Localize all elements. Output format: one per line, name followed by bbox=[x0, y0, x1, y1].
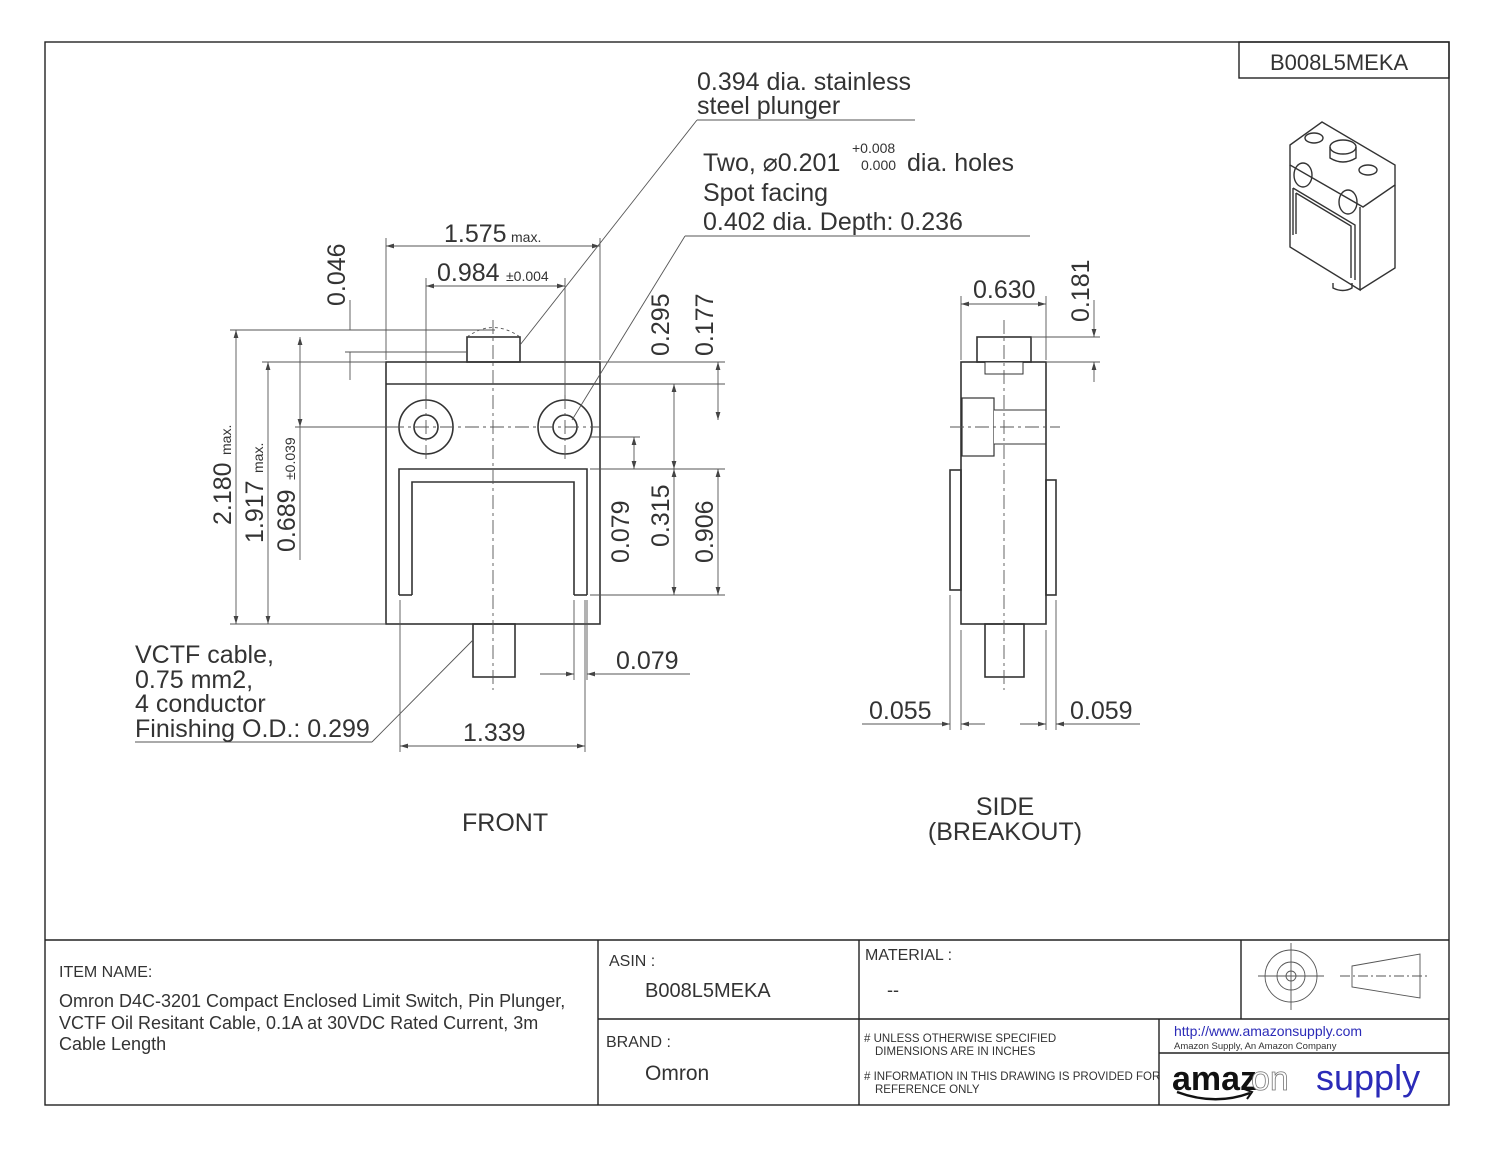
dim-width-max-suffix: max. bbox=[511, 229, 541, 245]
projection-symbol-icon bbox=[1258, 943, 1430, 1010]
dim-0079-vertical: 0.079 bbox=[607, 500, 635, 563]
front-view bbox=[385, 320, 601, 690]
brand-value: Omron bbox=[645, 1062, 709, 1085]
dim-0315: 0.315 bbox=[647, 484, 675, 547]
part-number-box: B008L5MEKA bbox=[1238, 41, 1450, 79]
side-view bbox=[949, 320, 1060, 690]
dim-hole-spacing-tol: ±0.004 bbox=[506, 268, 549, 284]
brand-label: BRAND : bbox=[606, 1034, 671, 1051]
dim-side-right: 0.059 bbox=[1070, 697, 1133, 725]
front-dimensions bbox=[230, 238, 725, 752]
logo-text-on: on bbox=[1251, 1060, 1289, 1098]
material-value: -- bbox=[887, 980, 899, 1000]
dim-0079-horizontal: 0.079 bbox=[616, 647, 679, 675]
holes-tol-plus: +0.008 bbox=[852, 140, 895, 156]
asin-label: ASIN : bbox=[609, 953, 655, 970]
holes-note-line2: Spot facing bbox=[703, 179, 828, 207]
amazon-smile-icon bbox=[1176, 1090, 1251, 1101]
part-number: B008L5MEKA bbox=[1270, 50, 1409, 75]
dim-body-height-suffix: max. bbox=[250, 443, 266, 473]
dim-hole-spacing: 0.984 bbox=[437, 259, 500, 287]
side-dimensions: 0.630 0.181 0.055 0.059 bbox=[862, 259, 1140, 730]
side-view-sublabel: (BREAKOUT) bbox=[928, 818, 1082, 846]
material-label: MATERIAL : bbox=[865, 947, 952, 964]
item-name-label: ITEM NAME: bbox=[59, 964, 152, 981]
item-name-line2: VCTF Oil Resitant Cable, 0.1A at 30VDC R… bbox=[59, 1013, 538, 1033]
dim-hole-height: 0.689 bbox=[273, 489, 301, 552]
dim-body-height: 1.917 bbox=[241, 480, 269, 543]
holes-note-line3: 0.402 dia. Depth: 0.236 bbox=[703, 208, 963, 236]
front-dimension-labels: 1.575 max. 0.984 ±0.004 0.046 2.180 max.… bbox=[209, 220, 719, 747]
holes-tol-minus: 0.000 bbox=[861, 157, 896, 173]
sheet-border bbox=[44, 41, 1450, 1106]
amazon-supply-logo: amaz on supply bbox=[1172, 1057, 1420, 1101]
title-block: ITEM NAME: Omron D4C-3201 Compact Enclos… bbox=[45, 939, 1449, 1105]
cable-note-line3: 4 conductor bbox=[135, 690, 266, 718]
dim-width-max: 1.575 bbox=[444, 220, 507, 248]
item-name-line1: Omron D4C-3201 Compact Enclosed Limit Sw… bbox=[59, 991, 565, 1011]
dim-0295: 0.295 bbox=[647, 293, 675, 356]
holes-note-line1: Two, ⌀0.201 bbox=[703, 149, 840, 177]
dim-plunger-height: 0.046 bbox=[323, 243, 351, 306]
dim-0906: 0.906 bbox=[691, 500, 719, 563]
dim-side-left: 0.055 bbox=[869, 697, 932, 725]
note-reference-line2: REFERENCE ONLY bbox=[875, 1084, 980, 1096]
side-view-label: SIDE bbox=[976, 793, 1034, 821]
cable-note-line4: Finishing O.D.: 0.299 bbox=[135, 715, 370, 743]
holes-note-suffix: dia. holes bbox=[907, 149, 1014, 177]
note-units-line2: DIMENSIONS ARE IN INCHES bbox=[875, 1046, 1036, 1058]
dim-total-height-suffix: max. bbox=[218, 425, 234, 455]
note-reference-line1: # INFORMATION IN THIS DRAWING IS PROVIDE… bbox=[864, 1071, 1160, 1083]
amazon-supply-url[interactable]: http://www.amazonsupply.com bbox=[1174, 1023, 1362, 1039]
asin-value: B008L5MEKA bbox=[645, 980, 771, 1002]
plunger-note-line1: 0.394 dia. stainless bbox=[697, 68, 911, 96]
logo-text-amaz: amaz bbox=[1172, 1060, 1257, 1098]
logo-text-supply: supply bbox=[1316, 1057, 1420, 1098]
item-name-line3: Cable Length bbox=[59, 1034, 166, 1054]
dim-total-height: 2.180 bbox=[209, 462, 237, 525]
isometric-view bbox=[1289, 121, 1396, 292]
note-units-line1: # UNLESS OTHERWISE SPECIFIED bbox=[864, 1033, 1056, 1045]
company-tagline: Amazon Supply, An Amazon Company bbox=[1174, 1041, 1337, 1052]
front-view-label: FRONT bbox=[462, 809, 548, 837]
cable-note-line2: 0.75 mm2, bbox=[135, 666, 253, 694]
callouts: 0.394 dia. stainless steel plunger Two, … bbox=[135, 68, 1030, 743]
dim-0177: 0.177 bbox=[691, 293, 719, 356]
dim-side-width: 0.630 bbox=[973, 276, 1036, 304]
cable-note-line1: VCTF cable, bbox=[135, 641, 274, 669]
dim-1339: 1.339 bbox=[463, 719, 526, 747]
dim-side-plunger: 0.181 bbox=[1067, 259, 1095, 322]
dim-hole-height-tol: ±0.039 bbox=[282, 437, 298, 480]
plunger-note-line2: steel plunger bbox=[697, 92, 840, 120]
